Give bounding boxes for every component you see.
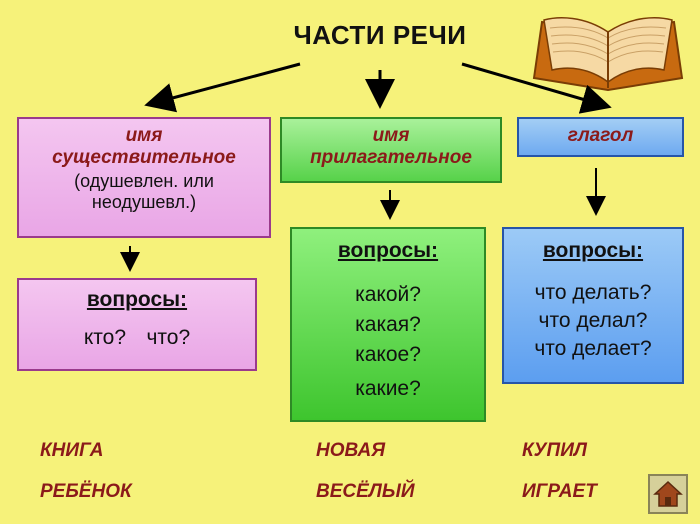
adjective-example-1: НОВАЯ [316,440,386,461]
noun-name-line1: имя [125,125,163,146]
verb-example-1: КУПИЛ [522,440,587,461]
verb-questions-label: вопросы: [542,239,644,262]
adjective-question-3: какое? [355,343,421,366]
verb-example-2: ИГРАЕТ [522,481,597,502]
arrow-title-to-noun [144,62,301,113]
adjective-name-line1: имя [372,125,410,146]
noun-box: имя существительное (одушевлен. или неод… [17,117,271,238]
home-icon [653,480,683,507]
verb-question-2: что делал? [538,309,648,332]
verb-question-3: что делает? [534,337,652,360]
adjective-name-line2: прилагательное [310,147,472,168]
noun-question-who: кто? [83,326,127,349]
verb-question-1: что делать? [534,281,652,304]
adjective-questions-label: вопросы: [337,239,439,262]
noun-example-2: РЕБЁНОК [40,481,132,502]
noun-question-what: что? [146,326,191,349]
noun-questions-label: вопросы: [86,288,188,311]
verb-box: глагол [517,117,684,157]
arrow-title-to-verb [461,62,612,114]
page-title: ЧАСТИ РЕЧИ [293,20,467,50]
adjective-question-2: какая? [355,313,421,336]
verb-name: глагол [567,125,634,146]
noun-note-line2: неодушевл.) [91,192,197,212]
open-book-icon [532,17,684,92]
noun-example-1: КНИГА [40,440,104,461]
adjective-question-4: какие? [355,377,421,400]
noun-questions-box: вопросы: кто? что? [17,278,257,371]
adjective-example-2: ВЕСЁЛЫЙ [316,481,415,502]
home-button[interactable] [648,474,688,514]
noun-note-line1: (одушевлен. или [74,171,214,191]
adjective-box: имя прилагательное [280,117,502,183]
verb-questions-box: вопросы: что делать? что делал? что дела… [502,227,684,384]
adjective-question-1: какой? [355,283,421,306]
noun-name-line2: существительное [52,147,236,168]
adjective-questions-box: вопросы: какой? какая? какое? какие? [290,227,486,422]
